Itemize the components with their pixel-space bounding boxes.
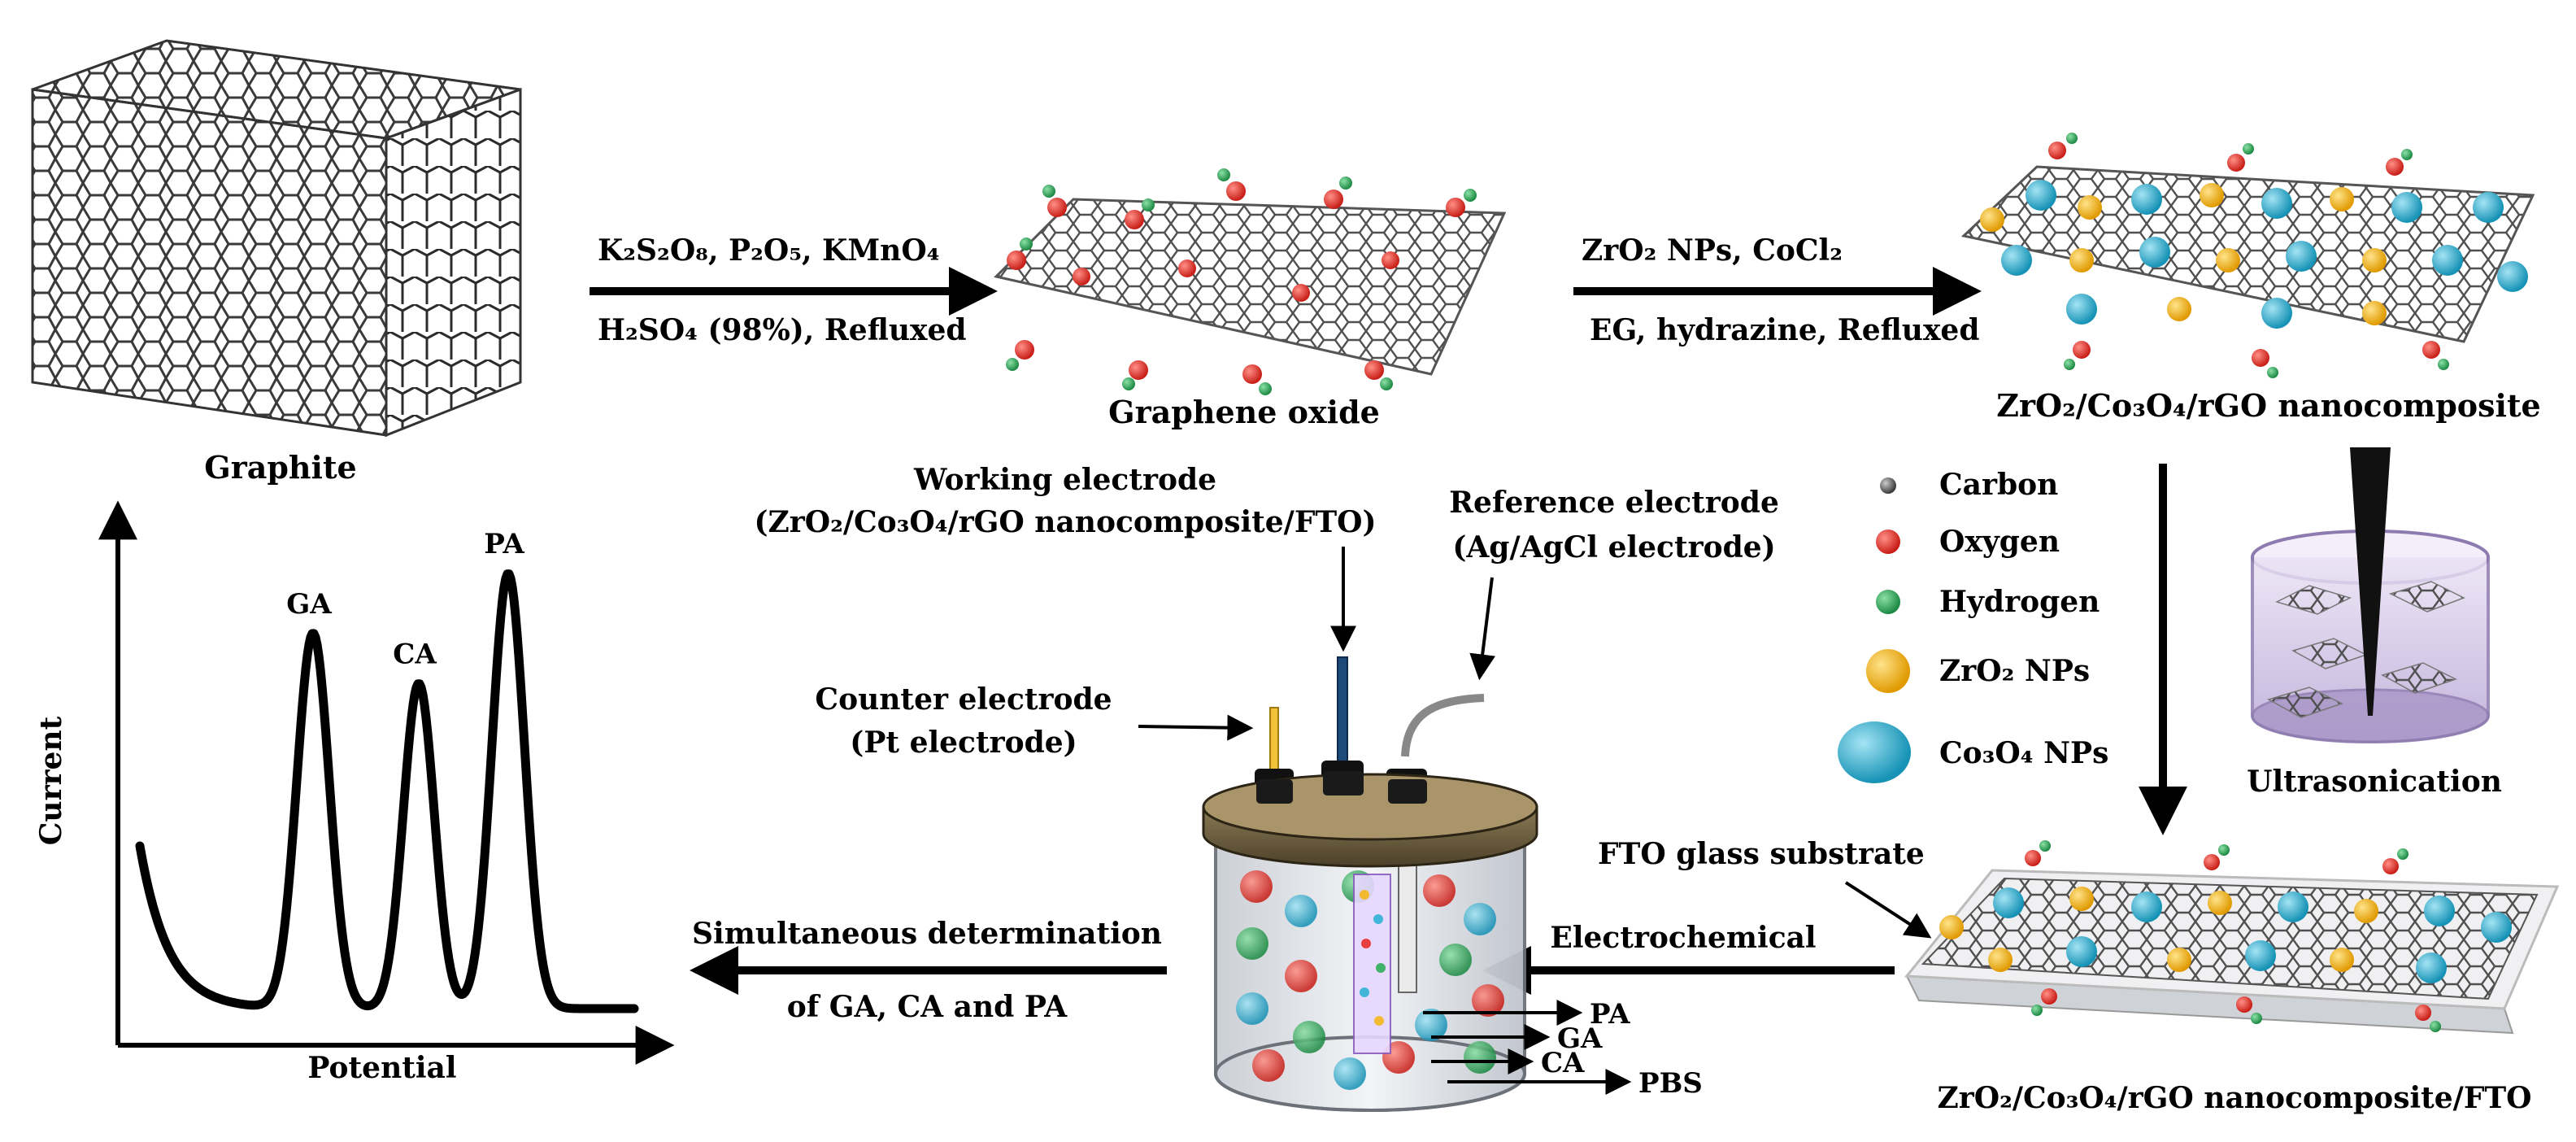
counter-electrode-sub: (Pt electrode): [850, 726, 1077, 760]
oxygen-swatch: [1876, 530, 1900, 554]
determination-label-2: of GA, CA and PA: [787, 990, 1068, 1024]
zro2-swatch: [1866, 649, 1910, 693]
output-pbs: PBS: [1638, 1067, 1703, 1100]
graphite-block: [31, 39, 522, 438]
determination-label-1: Simultaneous determination: [692, 917, 1162, 951]
sonicator-probe: [2350, 447, 2391, 716]
fto-glass-label: FTO glass substrate: [1598, 837, 1925, 871]
fto-electrode: [1904, 840, 2560, 1035]
working-electrode-sub: (ZrO₂/Co₃O₄/rGO nanocomposite/FTO): [754, 505, 1376, 539]
composite-fto-label: ZrO₂/Co₃O₄/rGO nanocomposite/FTO: [1937, 1081, 2531, 1115]
output-ca: CA: [1541, 1047, 1585, 1079]
graphene-oxide-label: Graphene oxide: [1108, 394, 1380, 430]
peak-label-ca: CA: [393, 638, 437, 670]
hydrogen-swatch: [1876, 590, 1900, 614]
graphene-oxide-sheet: [994, 168, 1507, 395]
reference-electrode-label: Reference electrode: [1449, 486, 1779, 520]
composite-label: ZrO₂/Co₃O₄/rGO nanocomposite: [1996, 387, 2540, 424]
legend-label-co3o4: Co₃O₄ NPs: [1939, 736, 2108, 770]
peak-label-ga: GA: [286, 588, 332, 621]
legend-label-oxygen: Oxygen: [1939, 525, 2060, 559]
step1-reagents-bottom: H₂SO₄ (98%), Refluxed: [598, 313, 967, 347]
step1-reagents-top: K₂S₂O₈, P₂O₅, KMnO₄: [598, 233, 940, 268]
legend-item-zro2: ZrO₂ NPs: [1866, 649, 2090, 693]
counter-pointer: [1138, 714, 1254, 741]
carbon-swatch: [1880, 477, 1896, 494]
cell-outputs: [1423, 1000, 1632, 1095]
ultrasonication-beaker: [2251, 447, 2490, 743]
legend-item-hydrogen: Hydrogen: [1876, 585, 2100, 619]
step2-reagents-bottom: EG, hydrazine, Refluxed: [1590, 313, 1980, 347]
electrochemical-label: Electrochemical: [1550, 921, 1816, 955]
nanoparticles: [1980, 133, 2528, 378]
voltammogram: GA CA PA: [98, 500, 675, 1065]
voltammogram-curve: [135, 569, 639, 1013]
output-ga: GA: [1557, 1022, 1603, 1055]
working-electrode-label: Working electrode: [913, 463, 1216, 497]
legend: Carbon Oxygen Hydrogen ZrO₂ NPs Co₃O₄ NP…: [1838, 468, 2108, 783]
reference-pointer: [1469, 577, 1496, 681]
step2-reagents-top: ZrO₂ NPs, CoCl₂: [1582, 233, 1843, 268]
x-axis-label: Potential: [307, 1051, 456, 1085]
co3o4-swatch: [1838, 721, 1911, 783]
legend-item-co3o4: Co₃O₄ NPs: [1838, 721, 2108, 783]
electrochemical-cell: [1202, 656, 1538, 1112]
ultrasonication-label: Ultrasonication: [2247, 765, 2502, 799]
output-pa: PA: [1590, 998, 1630, 1031]
y-axis-label: Current: [34, 716, 68, 845]
legend-label-hydrogen: Hydrogen: [1939, 585, 2100, 619]
nanocomposite-sheet: [1960, 133, 2535, 378]
counter-electrode-label: Counter electrode: [815, 682, 1112, 717]
legend-item-oxygen: Oxygen: [1876, 525, 2060, 559]
reference-electrode-sub: (Ag/AgCl electrode): [1452, 530, 1775, 564]
graphite-label: Graphite: [204, 449, 356, 486]
fto-pointer-arrow: [1844, 881, 1932, 939]
legend-item-carbon: Carbon: [1880, 468, 2058, 502]
legend-label-zro2: ZrO₂ NPs: [1939, 654, 2090, 688]
oxygen-group: [1006, 168, 1477, 395]
legend-label-carbon: Carbon: [1939, 468, 2058, 502]
peak-label-pa: PA: [484, 528, 524, 560]
solution-particles: [1236, 870, 1504, 1090]
